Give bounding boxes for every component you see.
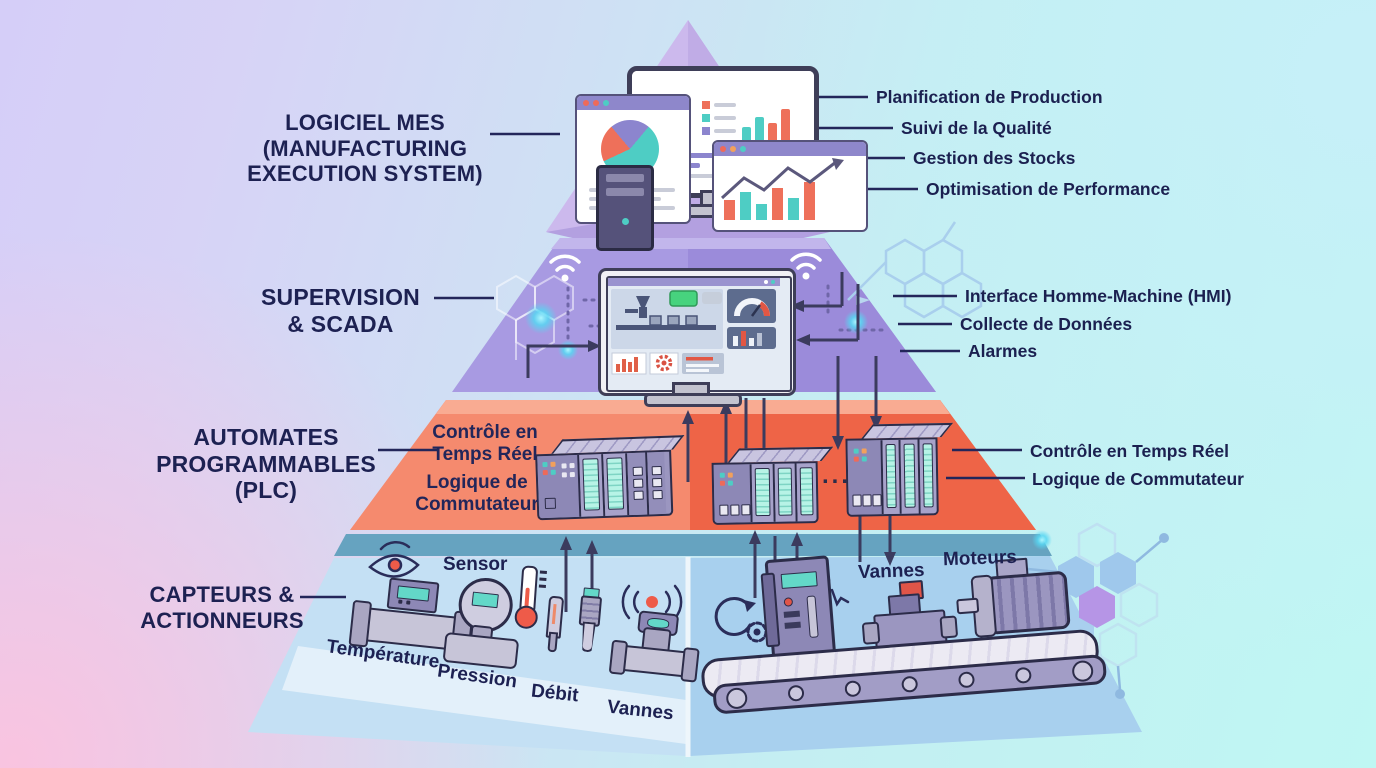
label-vannes-right: Vannes <box>857 559 925 584</box>
plc-top-face <box>727 446 834 463</box>
window-dot-teal <box>603 100 609 106</box>
mes-feature-qualite: Suivi de la Qualité <box>901 118 1052 138</box>
leader-lines-left <box>300 132 560 599</box>
scada-monitor <box>598 268 796 396</box>
server-led <box>621 218 629 225</box>
flow-meter-display <box>386 577 440 614</box>
plc-io-module <box>646 451 667 515</box>
valve-left <box>608 608 700 683</box>
label-moteurs: Moteurs <box>942 546 1018 571</box>
level-label-sensors: CAPTEURS & ACTIONNEURS <box>140 582 304 633</box>
roller <box>901 675 919 693</box>
conveyor-group <box>692 525 1108 726</box>
roller <box>1014 666 1032 684</box>
valve-port <box>861 621 881 645</box>
server-slat <box>606 174 644 182</box>
thermometer-icon <box>513 565 549 633</box>
plc-rack-2 <box>711 446 834 525</box>
mes-feature-performance: Optimisation de Performance <box>926 179 1171 199</box>
scada-monitor-base <box>644 393 742 407</box>
scada-feature-hmi: Interface Homme-Machine (HMI) <box>965 286 1232 306</box>
plc-rack-1 <box>535 435 685 521</box>
level-label-mes: LOGICIEL MES (MANUFACTURING EXECUTION SY… <box>247 110 483 187</box>
bar <box>742 127 751 141</box>
scada-screen <box>606 276 792 392</box>
plc-screen-module <box>603 453 630 516</box>
motor-body <box>984 570 1071 635</box>
plc-screen-module <box>578 454 606 517</box>
roller <box>957 671 976 689</box>
window-titlebar <box>714 142 866 156</box>
plc-body <box>535 449 674 521</box>
plc-feature-controle: Contrôle en Temps Réel <box>1030 441 1230 461</box>
mes-feature-stocks: Gestion des Stocks <box>913 148 1076 168</box>
motor-shaft <box>956 597 980 615</box>
window-dot-red <box>583 100 589 106</box>
mes-feature-planification: Planification de Production <box>876 87 1103 107</box>
window-titlebar <box>577 96 689 110</box>
sensor-label: Sensor <box>443 554 508 575</box>
hexagon-molecule-scada-right <box>847 221 983 319</box>
plc-feature-logique: Logique de Commutateur <box>1032 469 1244 489</box>
plc-screen-module <box>774 463 798 522</box>
mes-line-chart <box>720 158 844 220</box>
plc-top-face <box>861 422 953 439</box>
mes-bar-chart <box>742 99 790 141</box>
wifi-icon-left <box>549 254 581 282</box>
plc-body <box>845 437 939 517</box>
eye-signal-icon <box>368 540 420 578</box>
plc-screen-module <box>796 463 817 522</box>
scada-feature-collecte: Collecte de Données <box>960 314 1133 334</box>
bar <box>768 123 777 141</box>
wifi-icon-right <box>790 252 822 280</box>
mes-main-titlebar <box>632 71 814 87</box>
server-slat <box>606 188 644 196</box>
window-dot-red2 <box>593 100 599 106</box>
level-label-scada: SUPERVISION & SCADA <box>261 284 420 337</box>
plc-inner-label-controle: Contrôle en Temps Réel <box>432 422 538 466</box>
valve-port <box>939 615 959 639</box>
bar <box>755 117 764 141</box>
mes-server-tower <box>596 165 654 251</box>
plc-inner-label-logique: Logique de Commutateur <box>415 472 539 516</box>
plc-cpu-module <box>713 464 754 523</box>
roller <box>725 686 749 710</box>
mes-window-right <box>712 140 868 232</box>
scada-hmi-dashboard <box>608 278 780 375</box>
roller <box>1071 659 1094 682</box>
plc-body <box>711 461 819 525</box>
window-dot-orange <box>730 146 736 152</box>
window-dot-red <box>720 146 726 152</box>
bar <box>781 109 790 141</box>
plc-io-module <box>627 452 649 516</box>
window-dot-teal <box>740 146 746 152</box>
mes-legend <box>702 101 736 135</box>
scada-feature-alarmes: Alarmes <box>968 341 1038 361</box>
level-label-plc: AUTOMATES PROGRAMMABLES (PLC) <box>156 424 376 504</box>
plc-screen-module <box>752 463 776 523</box>
roller <box>844 680 862 698</box>
glow-dots <box>525 302 1052 550</box>
sensor-label-strip <box>282 646 686 744</box>
plc-cpu-module <box>847 440 884 515</box>
plc-screen-module <box>882 439 902 515</box>
plc-screen-module <box>919 439 937 514</box>
plc-ellipsis: ... <box>822 462 852 489</box>
cabinet-flange <box>760 572 781 648</box>
plc-rack-3 <box>845 422 953 517</box>
plc-screen-module <box>900 439 921 514</box>
roller <box>787 684 805 702</box>
